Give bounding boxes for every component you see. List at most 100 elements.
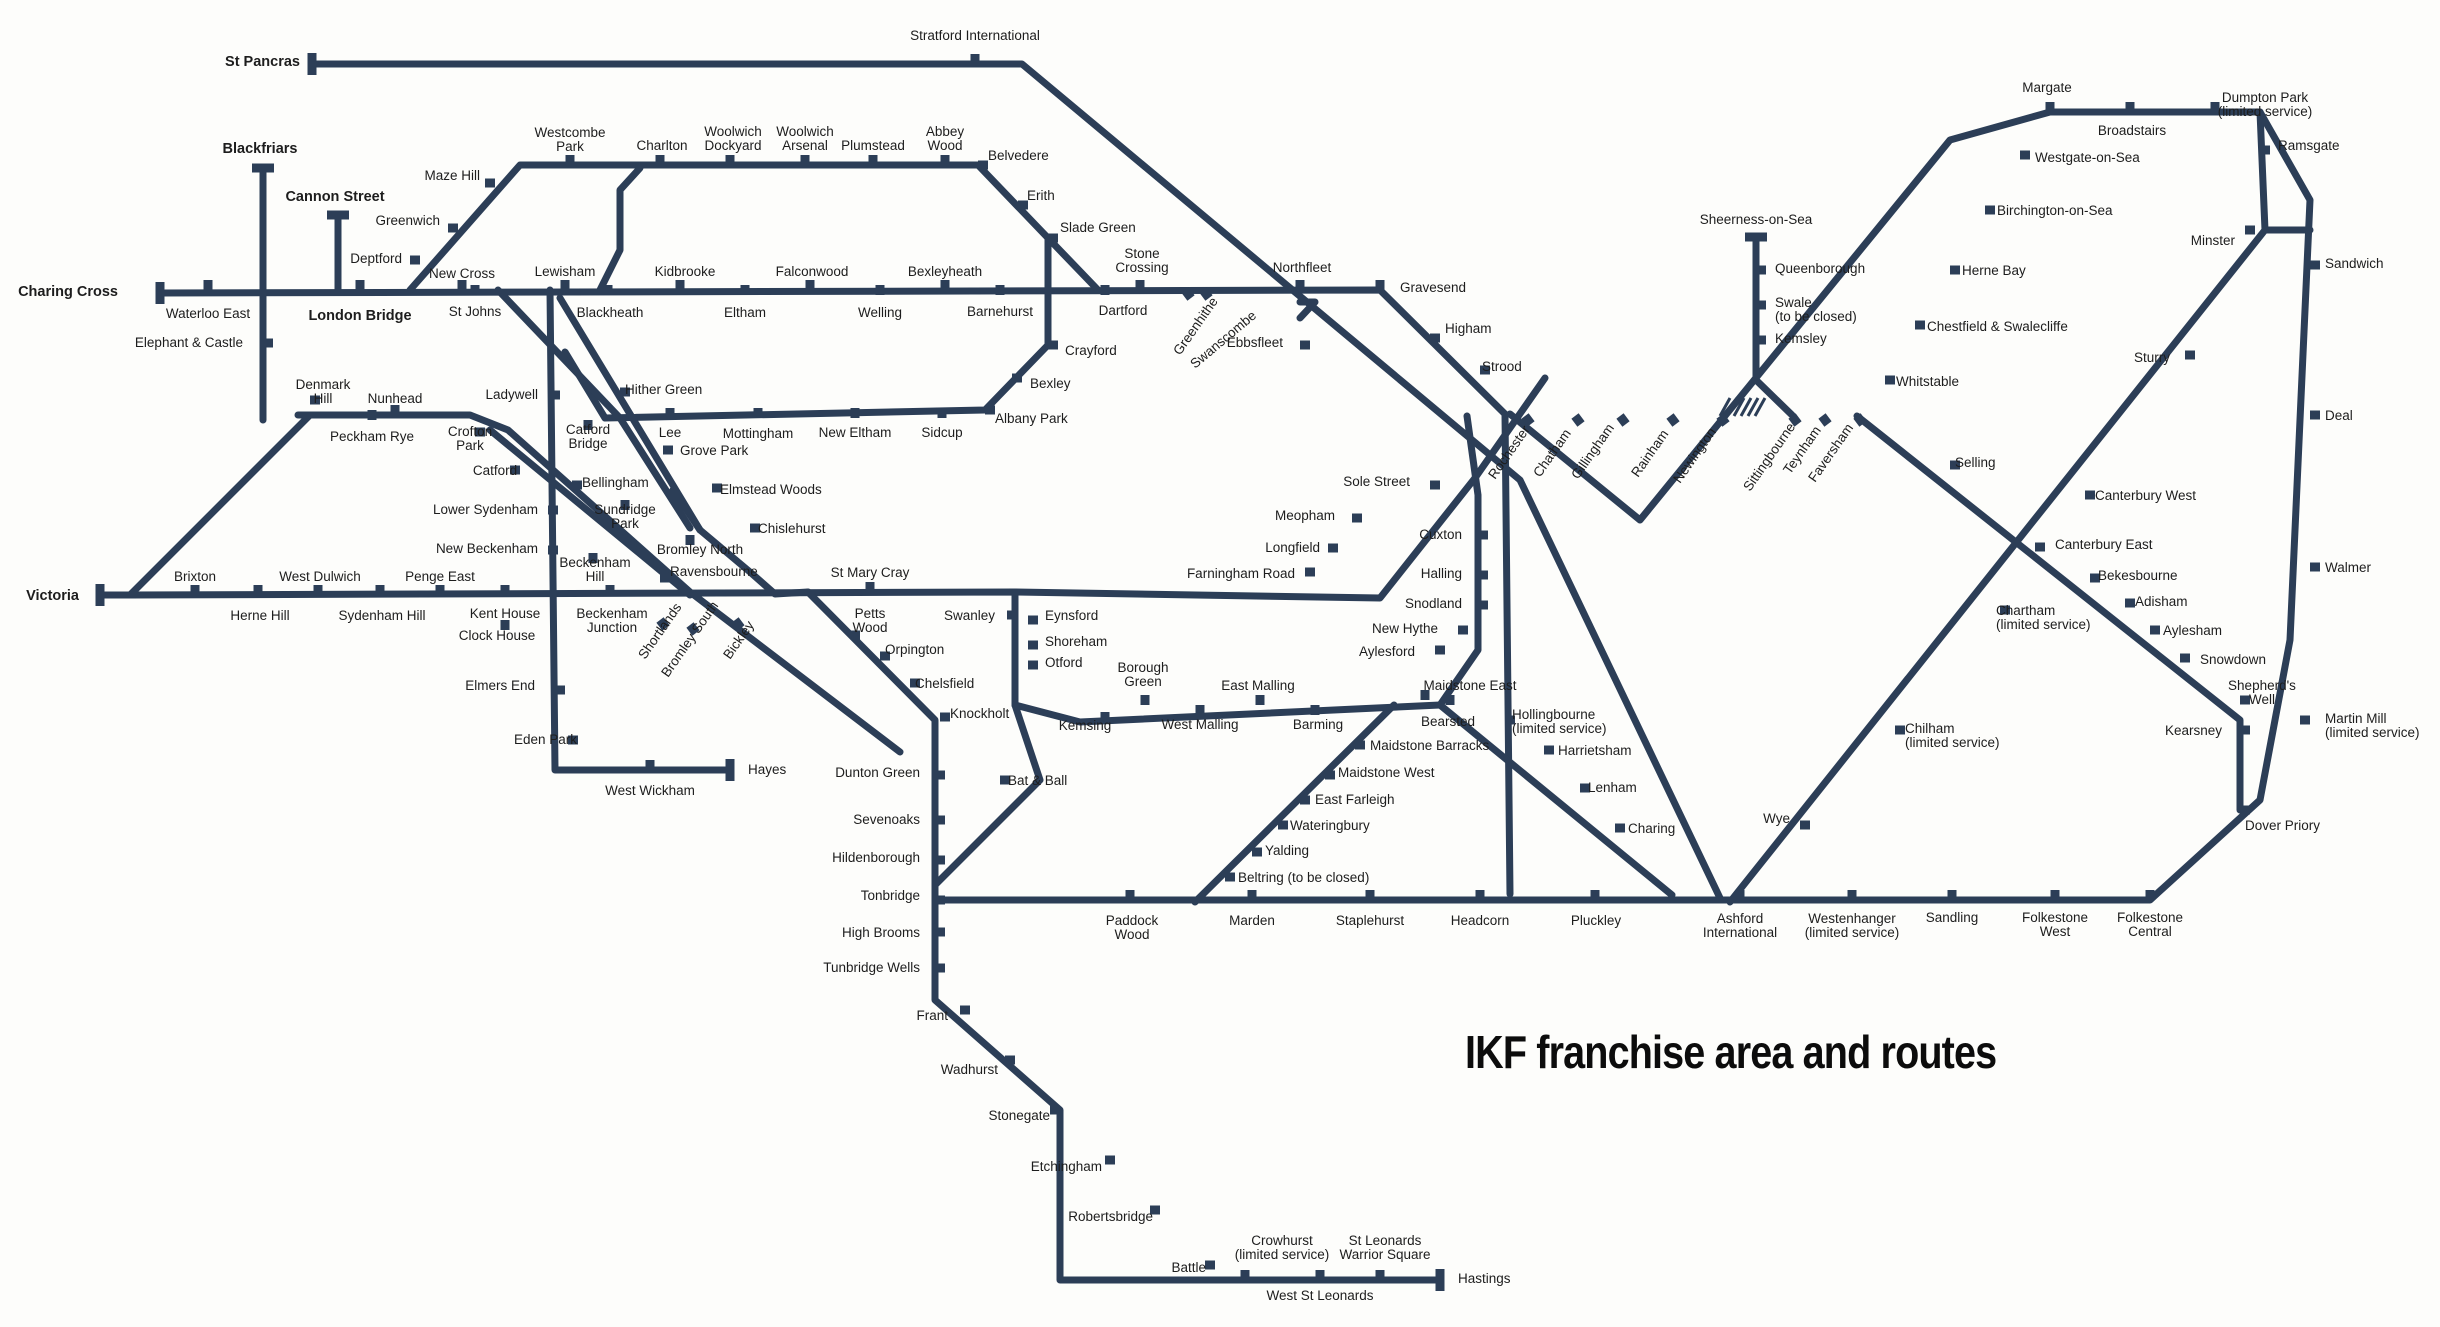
station-label-kemsing: Kemsing — [1059, 718, 1112, 733]
station-label-line: Kidbrooke — [655, 264, 716, 279]
station-label-line: Sheerness-on-Sea — [1700, 212, 1813, 227]
station-label-gravesend: Gravesend — [1400, 280, 1466, 295]
station-label-line: Maze Hill — [424, 168, 480, 183]
station-label-line: Sidcup — [921, 425, 962, 440]
map-title: IKF franchise area and routes — [1465, 1026, 1997, 1078]
station-label-harrietsham: Harrietsham — [1558, 743, 1632, 758]
station-label-penge-east: Penge East — [405, 569, 475, 584]
station-label-line: Deal — [2325, 408, 2353, 423]
station-label-hither-green: Hither Green — [625, 382, 702, 397]
station-label-knockholt: Knockholt — [950, 706, 1010, 721]
station-tick — [1666, 413, 1680, 427]
station-label-lee: Lee — [659, 425, 682, 440]
station-label-line: Aylesford — [1359, 644, 1415, 659]
station-label-yalding: Yalding — [1265, 843, 1309, 858]
station-label-line: West Wickham — [605, 783, 695, 798]
station-label-line: Stratford International — [910, 28, 1040, 43]
station-label-bexley: Bexley — [1030, 376, 1071, 391]
station-label-canterbury-west: Canterbury West — [2095, 488, 2196, 503]
station-label-line: Maidstone East — [1423, 678, 1516, 693]
station-label-slade-green: Slade Green — [1060, 220, 1136, 235]
station-label-line: (limited service) — [1235, 1247, 1330, 1262]
station-label-martin-mill: Martin Mill(limited service) — [2325, 711, 2420, 740]
station-label-line: Lee — [659, 425, 682, 440]
station-label-line: Wood — [852, 620, 887, 635]
station-label-line: Charing — [1628, 821, 1675, 836]
station-label-line: Nunhead — [368, 391, 423, 406]
station-label-aylesford: Aylesford — [1359, 644, 1415, 659]
station-label-gillingham: Gillingham — [1568, 421, 1617, 482]
station-label-line: Frant — [916, 1008, 948, 1023]
station-label-line: Swanley — [944, 608, 995, 623]
station-tick — [731, 617, 745, 631]
station-label-line: Ramsgate — [2278, 138, 2340, 153]
station-label-line: Kent House — [470, 606, 541, 621]
station-label-chelsfield: Chelsfield — [915, 676, 974, 691]
station-label-line: Ashford — [1717, 911, 1764, 926]
station-tick — [1199, 287, 1213, 301]
station-label-line: West Dulwich — [279, 569, 361, 584]
station-label-line: Eden Park — [514, 732, 577, 747]
station-label-kemsley: Kemsley — [1775, 331, 1827, 346]
station-label-chilham: Chilham(limited service) — [1905, 721, 2000, 750]
station-label-st-mary-cray: St Mary Cray — [831, 565, 910, 580]
station-label-snowdown: Snowdown — [2200, 652, 2266, 667]
station-ticks — [95, 53, 2320, 1291]
station-tick — [1853, 413, 1867, 427]
station-label-cannon-street: Cannon Street — [285, 189, 384, 205]
station-label-line: Wood — [1114, 927, 1149, 942]
station-label-crayford: Crayford — [1065, 343, 1117, 358]
station-label-line: Petts — [855, 606, 886, 621]
station-label-line: Catford — [473, 463, 517, 478]
station-label-northfleet: Northfleet — [1273, 260, 1332, 275]
station-label-line: Clock House — [459, 628, 536, 643]
station-label-new-beckenham: New Beckenham — [436, 541, 538, 556]
station-label-line: Westenhanger — [1808, 911, 1896, 926]
station-label-line: Robertsbridge — [1068, 1209, 1153, 1224]
station-label-london-bridge: London Bridge — [308, 308, 411, 324]
station-label-dover-priory: Dover Priory — [2245, 818, 2320, 833]
station-label-herne-bay: Herne Bay — [1962, 263, 2026, 278]
station-label-line: Chestfield & Swalecliffe — [1927, 319, 2068, 334]
station-label-erith: Erith — [1027, 188, 1055, 203]
station-label-line: Wateringbury — [1290, 818, 1370, 833]
station-label-line: Ebbsfleet — [1227, 335, 1284, 350]
station-label-line: Beltring (to be closed) — [1238, 870, 1369, 885]
station-label-welling: Welling — [858, 305, 902, 320]
route-line — [596, 164, 644, 294]
route-line — [931, 701, 1044, 889]
station-label-east-malling: East Malling — [1221, 678, 1295, 693]
station-label-line: Bridge — [568, 436, 607, 451]
station-label-line: Bellingham — [582, 475, 649, 490]
station-tick — [1521, 413, 1535, 427]
station-label-longfield: Longfield — [1265, 540, 1320, 555]
station-label-line: Pluckley — [1571, 913, 1622, 928]
station-tick — [686, 622, 700, 636]
station-label-line: West Malling — [1161, 717, 1238, 732]
station-label-line: Dunton Green — [835, 765, 920, 780]
station-label-bexleyheath: Bexleyheath — [908, 264, 982, 279]
station-tick — [1571, 413, 1585, 427]
station-label-line: Charlton — [636, 138, 687, 153]
station-label-line: Staplehurst — [1336, 913, 1405, 928]
station-label-line: Stonegate — [988, 1108, 1050, 1123]
station-label-line: Selling — [1955, 455, 1996, 470]
station-label-line: East Farleigh — [1315, 792, 1395, 807]
station-label-maze-hill: Maze Hill — [424, 168, 480, 183]
station-label-line: Newington — [1670, 425, 1719, 486]
station-label-maidstone-east: Maidstone East — [1423, 678, 1516, 693]
station-label-line: Bromley North — [657, 542, 743, 557]
station-label-line: Greenwich — [375, 213, 440, 228]
station-label-waterloo-east: Waterloo East — [166, 306, 251, 321]
station-label-line: Woolwich — [776, 124, 834, 139]
station-label-line: Snowdown — [2200, 652, 2266, 667]
station-label-line: Swale — [1775, 295, 1812, 310]
